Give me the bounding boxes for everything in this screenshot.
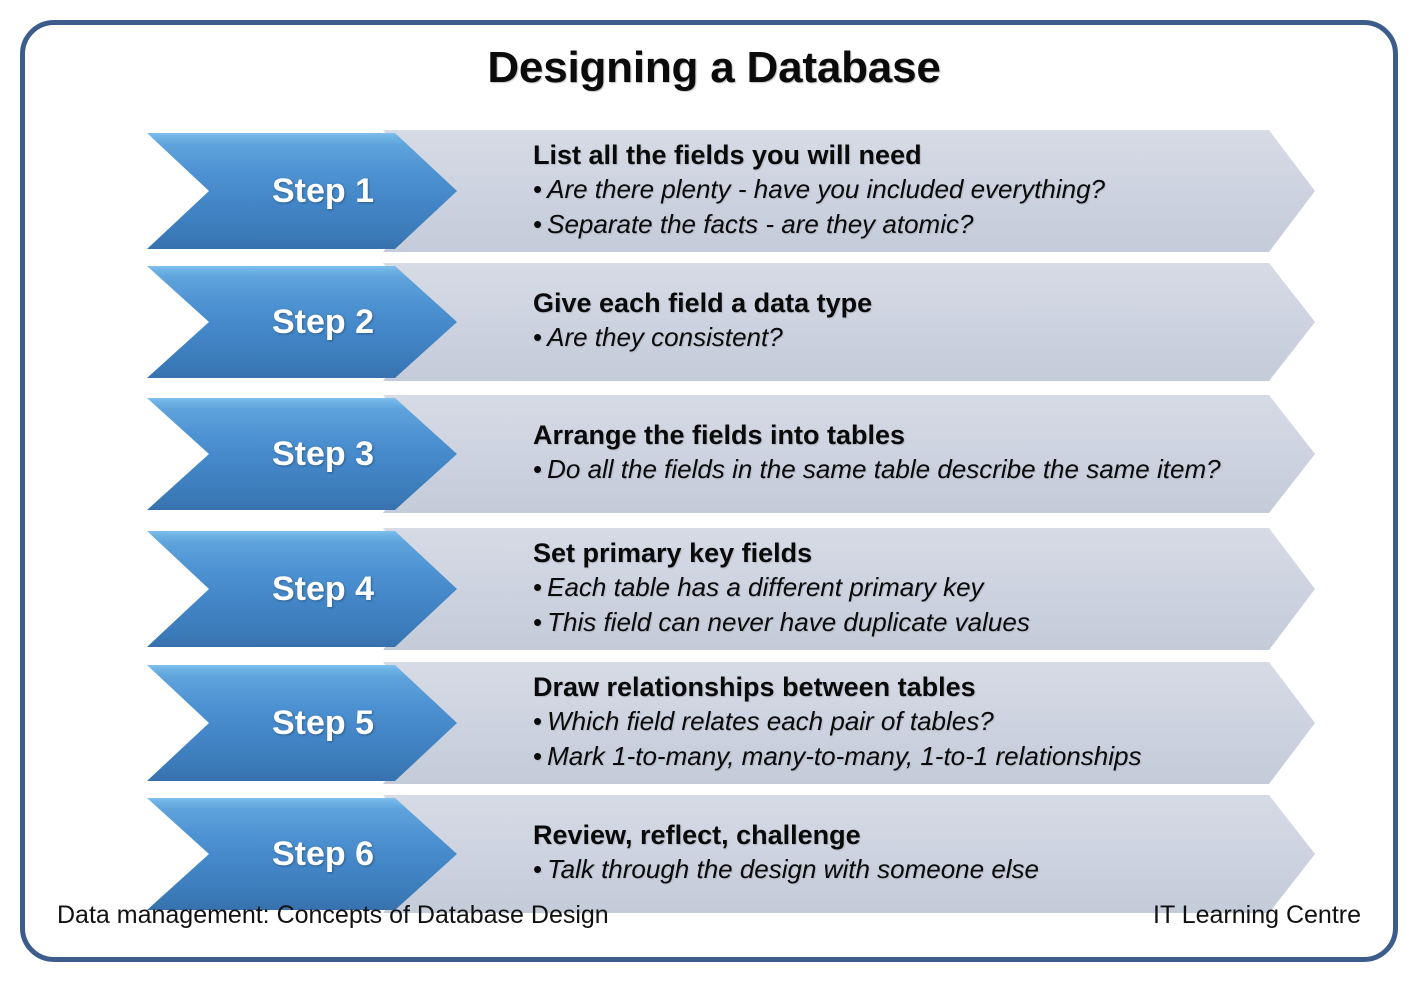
step-bullet-text: Do all the fields in the same table desc… <box>547 454 1221 485</box>
bullet-dot-icon: • <box>533 606 543 637</box>
step-heading: Review, reflect, challenge <box>533 820 861 851</box>
step-bullet-text: Each table has a different primary key <box>547 571 984 602</box>
step-text-block: Review, reflect, challenge•Talk through … <box>533 795 1333 913</box>
step-chevron-label: Step 6 <box>271 834 375 873</box>
step-chevron-label: Step 5 <box>271 703 375 742</box>
step-bullet-text: Are there plenty - have you included eve… <box>547 173 1106 204</box>
step-chevron-inner: Step 6 <box>147 798 457 910</box>
bullet-dot-icon: • <box>533 322 543 353</box>
page-title: Designing a Database <box>487 43 941 92</box>
step-text-block: Arrange the fields into tables•Do all th… <box>533 395 1333 513</box>
footer-right-text: IT Learning Centre <box>1153 901 1361 929</box>
step-banner <box>383 662 1315 784</box>
bullet-dot-icon: • <box>533 740 543 771</box>
footer-left-text: Data management: Concepts of Database De… <box>57 901 609 929</box>
step-banner <box>383 528 1315 650</box>
step-chevron-inner: Step 3 <box>147 398 457 510</box>
step-bullet: •Are they consistent? <box>533 320 1333 355</box>
step-bullet: •Separate the facts - are they atomic? <box>533 207 1333 242</box>
step-text-block: List all the fields you will need•Are th… <box>533 130 1333 252</box>
slide-frame: Designing a Database Step 1 List all the … <box>20 20 1398 962</box>
step-chevron-label: Step 2 <box>271 302 375 341</box>
step-heading: List all the fields you will need <box>533 139 922 170</box>
step-chevron-inner: Step 5 <box>147 665 457 781</box>
step-heading: Draw relationships between tables <box>533 671 976 702</box>
step-banner <box>383 395 1315 513</box>
step-bullet-text: Are they consistent? <box>547 322 783 353</box>
step-chevron[interactable]: Step 1 <box>147 133 457 249</box>
step-banner <box>383 795 1315 913</box>
step-bullet: •Talk through the design with someone el… <box>533 852 1333 887</box>
step-bullet-text: Mark 1-to-many, many-to-many, 1-to-1 rel… <box>547 740 1142 771</box>
step-chevron[interactable]: Step 6 <box>147 798 457 910</box>
bullet-dot-icon: • <box>533 705 543 736</box>
step-banner <box>383 263 1315 381</box>
step-chevron-inner: Step 2 <box>147 266 457 378</box>
step-bullet: •Do all the fields in the same table des… <box>533 452 1333 487</box>
step-row: Step 3 Arrange the fields into tables•Do … <box>125 395 1315 513</box>
step-chevron[interactable]: Step 2 <box>147 266 457 378</box>
bullet-dot-icon: • <box>533 173 543 204</box>
step-chevron[interactable]: Step 5 <box>147 665 457 781</box>
step-bullet-text: Talk through the design with someone els… <box>547 854 1040 885</box>
step-chevron-label: Step 1 <box>271 171 375 210</box>
step-heading: Give each field a data type <box>533 288 873 319</box>
bullet-dot-icon: • <box>533 208 543 239</box>
step-chevron-inner: Step 1 <box>147 133 457 249</box>
step-bullet: •Each table has a different primary key <box>533 570 1333 605</box>
step-bullet: •Are there plenty - have you included ev… <box>533 172 1333 207</box>
step-chevron[interactable]: Step 4 <box>147 531 457 647</box>
step-bullet-text: Separate the facts - are they atomic? <box>547 208 974 239</box>
step-bullet: •This field can never have duplicate val… <box>533 605 1333 640</box>
step-bullet: •Mark 1-to-many, many-to-many, 1-to-1 re… <box>533 739 1333 774</box>
step-row: Step 6 Review, reflect, challenge•Talk th… <box>125 795 1315 913</box>
step-bullet-text: Which field relates each pair of tables? <box>547 705 994 736</box>
step-text-block: Draw relationships between tables•Which … <box>533 662 1333 784</box>
step-row: Step 2 Give each field a data type•Are th… <box>125 263 1315 381</box>
bullet-dot-icon: • <box>533 454 543 485</box>
step-text-block: Set primary key fields•Each table has a … <box>533 528 1333 650</box>
bullet-dot-icon: • <box>533 571 543 602</box>
step-chevron[interactable]: Step 3 <box>147 398 457 510</box>
step-heading: Set primary key fields <box>533 537 813 568</box>
step-chevron-label: Step 3 <box>271 434 375 473</box>
step-chevron-label: Step 4 <box>271 569 375 608</box>
step-text-block: Give each field a data type•Are they con… <box>533 263 1333 381</box>
step-bullet: •Which field relates each pair of tables… <box>533 704 1333 739</box>
step-chevron-inner: Step 4 <box>147 531 457 647</box>
step-bullet-text: This field can never have duplicate valu… <box>547 606 1030 637</box>
bullet-dot-icon: • <box>533 854 543 885</box>
step-heading: Arrange the fields into tables <box>533 420 906 451</box>
step-banner <box>383 130 1315 252</box>
